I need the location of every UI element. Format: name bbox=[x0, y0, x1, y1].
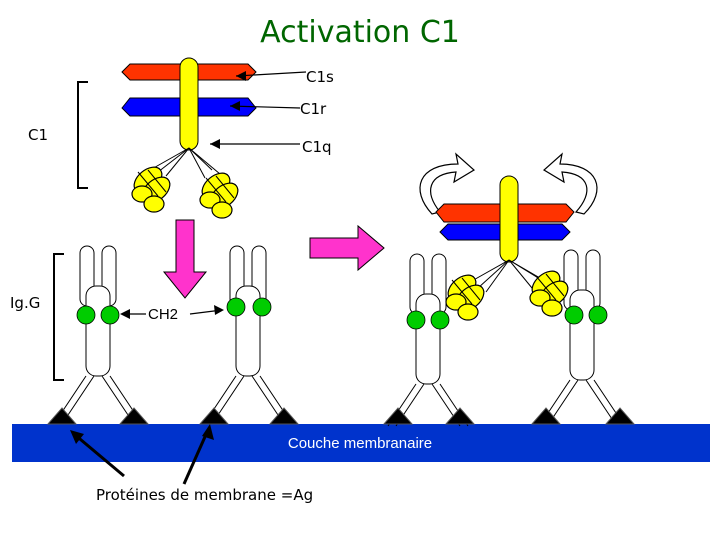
ch2-domain bbox=[406, 310, 426, 330]
c1q-label: C1q bbox=[302, 138, 332, 156]
rotation-arrow-icon bbox=[542, 152, 598, 215]
c1-complex-right bbox=[435, 175, 575, 321]
arrowhead bbox=[210, 139, 220, 149]
membrane-layer bbox=[12, 424, 710, 462]
membrane-label: Couche membranaire bbox=[288, 435, 432, 452]
protein-pointer bbox=[182, 429, 210, 485]
ch2-label: CH2 bbox=[148, 306, 178, 323]
step-arrow-down-icon bbox=[162, 219, 208, 299]
proteins-label: Protéines de membrane =Ag bbox=[96, 486, 313, 504]
igg-bracket bbox=[53, 253, 64, 381]
ch2-domain bbox=[76, 305, 96, 325]
step-arrow-right-icon bbox=[309, 224, 385, 272]
c1-bracket bbox=[77, 81, 88, 189]
antibody-2 bbox=[207, 245, 289, 419]
c1q-head bbox=[442, 269, 490, 321]
rotation-arrow-icon bbox=[419, 152, 476, 215]
arrowhead bbox=[236, 71, 246, 81]
ch2-domain bbox=[100, 305, 120, 325]
ch2-domain bbox=[588, 305, 608, 325]
c1q-stalk bbox=[179, 57, 199, 151]
arrowhead bbox=[70, 430, 84, 444]
arrowhead bbox=[214, 305, 224, 315]
c1q-head bbox=[128, 161, 176, 213]
c1s-label: C1s bbox=[306, 68, 334, 86]
ch2-domain bbox=[252, 297, 272, 317]
ch2-domain bbox=[226, 297, 246, 317]
antigen-group bbox=[46, 407, 636, 425]
arrowhead bbox=[230, 101, 240, 111]
arrowhead bbox=[120, 309, 130, 319]
ch2-domain bbox=[564, 305, 584, 325]
ch2-domain bbox=[430, 310, 450, 330]
c1r-label: C1r bbox=[300, 100, 327, 118]
c1-label: C1 bbox=[28, 126, 48, 144]
c1s-pointer bbox=[235, 71, 307, 77]
c1-complex-left bbox=[121, 57, 257, 219]
arrowhead bbox=[202, 424, 214, 440]
igg-label: Ig.G bbox=[10, 294, 40, 312]
antibody-1 bbox=[57, 245, 139, 419]
c1r-pointer bbox=[229, 105, 301, 109]
protein-pointer bbox=[73, 432, 125, 478]
c1q-stalk bbox=[499, 175, 519, 263]
page-title: Activation C1 bbox=[260, 15, 460, 50]
